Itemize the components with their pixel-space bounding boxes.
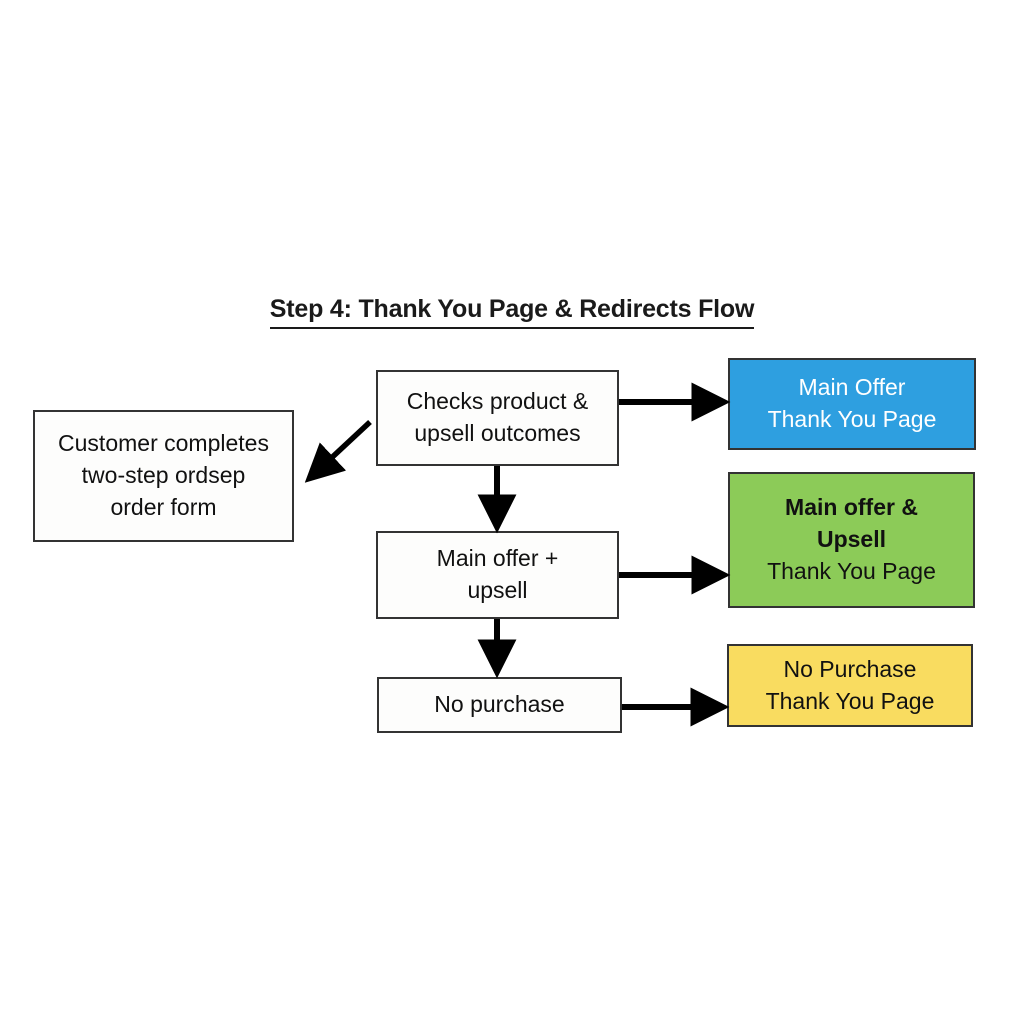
node-main-offer-thank-you-page[interactable]: Main Offer Thank You Page — [728, 358, 976, 450]
arrow-checks-to-blue-thank-you — [619, 382, 731, 422]
node-checks-line-1: Checks product & — [406, 388, 589, 415]
node-main-offer-plus-upsell[interactable]: Main offer + upsell — [376, 531, 619, 619]
node-yellow-line-1: No Purchase — [783, 655, 917, 682]
node-blue-line-1: Main Offer — [798, 374, 906, 401]
node-green-line-2: Upsell — [816, 526, 887, 553]
node-main-offer-line-1: Main offer + — [436, 545, 559, 572]
node-main-offer-upsell-thank-you-page[interactable]: Main offer & Upsell Thank You Page — [728, 472, 975, 608]
node-no-purchase[interactable]: No purchase — [377, 677, 622, 733]
node-customer-line-3: order form — [110, 493, 217, 520]
node-no-purchase-line-1: No purchase — [434, 691, 565, 718]
page-title: Step 4: Thank You Page & Redirects Flow — [0, 295, 1024, 329]
node-yellow-line-2: Thank You Page — [765, 687, 935, 714]
node-customer-line-1: Customer completes — [58, 430, 269, 457]
page-title-text: Step 4: Thank You Page & Redirects Flow — [269, 295, 754, 329]
node-customer-line-2: two-step ordsep — [81, 462, 246, 489]
arrow-main-offer-to-no-purchase — [477, 619, 517, 679]
node-no-purchase-thank-you-page[interactable]: No Purchase Thank You Page — [727, 644, 973, 727]
arrow-checks-to-main-offer — [477, 466, 517, 534]
node-green-line-3: Thank You Page — [767, 557, 936, 584]
arrow-no-purchase-to-yellow-thank-you — [622, 687, 730, 727]
node-checks-product-upsell-outcomes[interactable]: Checks product & upsell outcomes — [376, 370, 619, 466]
node-blue-line-2: Thank You Page — [767, 406, 937, 432]
node-customer-completes-order-form[interactable]: Customer completes two-step ordsep order… — [33, 410, 294, 542]
node-checks-line-2: upsell outcomes — [414, 420, 581, 446]
node-main-offer-line-2: upsell — [467, 577, 528, 603]
arrow-main-offer-to-green-thank-you — [619, 555, 731, 595]
node-green-line-1: Main offer & — [785, 494, 918, 521]
